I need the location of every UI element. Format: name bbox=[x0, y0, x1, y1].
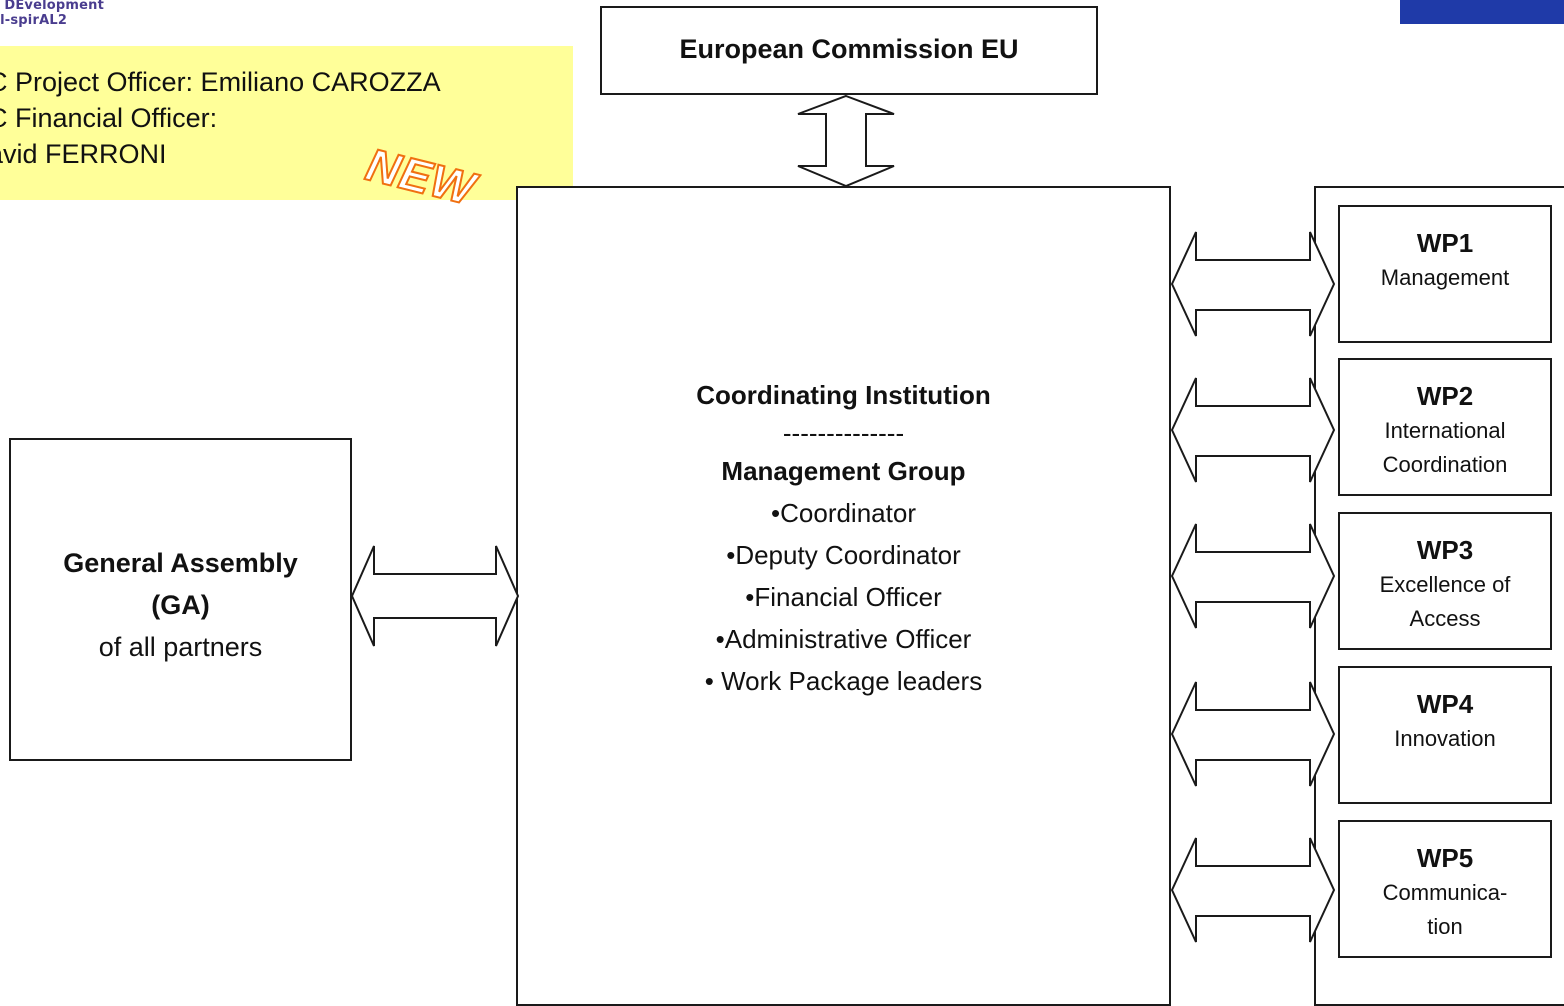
logo-line-2: nil-spirAL2 bbox=[0, 13, 68, 28]
separator-line: -------------- bbox=[782, 418, 905, 448]
logo-line-1: al DEvelopment bbox=[0, 0, 105, 13]
wp2-arrow bbox=[1170, 377, 1336, 483]
wp1-label: Management bbox=[1380, 265, 1510, 290]
wp2-label-line2: Coordination bbox=[1382, 452, 1508, 477]
wp3-label-line1: Excellence of bbox=[1379, 572, 1511, 597]
wp4-box: WP4 Innovation bbox=[1338, 666, 1552, 804]
blue-corner-banner bbox=[1400, 0, 1564, 24]
ec-ci-arrow bbox=[797, 94, 895, 188]
coordinating-institution-box: Coordinating Institution -------------- … bbox=[516, 186, 1171, 1006]
financial-officer-line: C Financial Officer: bbox=[0, 103, 218, 133]
wp5-label-line2: tion bbox=[1427, 914, 1463, 939]
wp5-title: WP5 bbox=[1416, 843, 1474, 873]
general-assembly-abbrev: (GA) bbox=[151, 590, 210, 620]
member-deputy-coordinator: •Deputy Coordinator bbox=[726, 540, 961, 570]
wp3-title: WP3 bbox=[1416, 535, 1474, 565]
project-officer-line: C Project Officer: Emiliano CAROZZA bbox=[0, 67, 441, 97]
wp2-label-line1: International bbox=[1384, 418, 1506, 443]
general-assembly-title: General Assembly bbox=[63, 548, 298, 578]
coordinating-institution-text: Coordinating Institution -------------- … bbox=[518, 374, 1169, 702]
member-work-package-leaders: • Work Package leaders bbox=[704, 666, 983, 696]
wp1-arrow bbox=[1170, 231, 1336, 337]
wp4-arrow bbox=[1170, 681, 1336, 787]
coordinating-institution-title: Coordinating Institution bbox=[696, 380, 991, 410]
general-assembly-text: General Assembly (GA) of all partners bbox=[11, 542, 350, 668]
wp1-title: WP1 bbox=[1416, 228, 1474, 258]
ga-ci-arrow bbox=[350, 545, 520, 647]
wp3-arrow bbox=[1170, 523, 1336, 629]
wp2-title: WP2 bbox=[1416, 381, 1474, 411]
general-assembly-box: General Assembly (GA) of all partners bbox=[9, 438, 352, 761]
european-commission-title: European Commission EU bbox=[679, 34, 1019, 64]
wp1-box: WP1 Management bbox=[1338, 205, 1552, 343]
management-group-title: Management Group bbox=[721, 456, 966, 486]
general-assembly-subtitle: of all partners bbox=[98, 632, 263, 662]
wp4-label: Innovation bbox=[1394, 726, 1496, 751]
connector-arrows bbox=[350, 94, 1336, 943]
wp5-arrow bbox=[1170, 837, 1336, 943]
member-financial-officer: •Financial Officer bbox=[745, 582, 942, 612]
european-commission-box: European Commission EU bbox=[600, 6, 1098, 95]
member-coordinator: •Coordinator bbox=[771, 498, 916, 528]
member-administrative-officer: •Administrative Officer bbox=[715, 624, 972, 654]
financial-officer-name: avid FERRONI bbox=[0, 139, 167, 169]
logo: al DEvelopment nil-spirAL2 bbox=[0, 0, 104, 28]
wp3-label-line2: Access bbox=[1409, 606, 1481, 631]
wp5-box: WP5 Communica- tion bbox=[1338, 820, 1552, 958]
officer-note: C Project Officer: Emiliano CAROZZA C Fi… bbox=[0, 46, 573, 200]
wp5-label-line1: Communica- bbox=[1382, 880, 1508, 905]
wp4-title: WP4 bbox=[1416, 689, 1474, 719]
wp3-box: WP3 Excellence of Access bbox=[1338, 512, 1552, 650]
wp2-box: WP2 International Coordination bbox=[1338, 358, 1552, 496]
